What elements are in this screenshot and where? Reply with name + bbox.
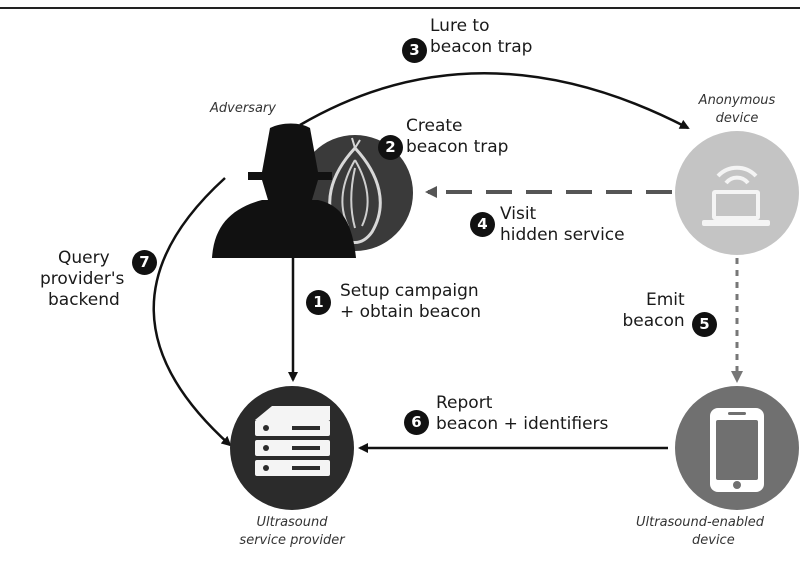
step-3-label: Lure to beacon trap (430, 16, 532, 58)
arrow-lure (299, 72, 690, 130)
step-3-badge: 3 (402, 38, 427, 63)
step-7-label: Query provider's backend (40, 248, 124, 311)
step-3-line1: Lure to (430, 16, 490, 36)
step-4-line2: hidden service (500, 225, 625, 245)
step-2-badge: 2 (378, 135, 403, 160)
anonymous-device-label-line1: Anonymous (698, 93, 776, 108)
step-1-badge: 1 (306, 290, 331, 315)
provider-label-line2: service provider (239, 533, 345, 548)
server-rack-icon (230, 386, 354, 510)
provider-label: Ultrasound service provider (232, 514, 352, 550)
step-2-line2: beacon trap (406, 137, 509, 157)
step-6-line2: beacon + identifiers (436, 414, 609, 434)
provider-label-line1: Ultrasound (256, 515, 328, 530)
step-7-line1: Query (58, 248, 110, 268)
laptop-wifi-icon (675, 131, 799, 255)
step-3-line2: beacon trap (430, 37, 533, 57)
step-2-line1: Create (406, 116, 463, 136)
adversary-icon (212, 123, 356, 258)
anonymous-device-label: Anonymous device (682, 92, 792, 128)
step-5-line2: beacon (622, 311, 685, 331)
step-2-label: Create beacon trap (406, 116, 508, 158)
step-5-label: Emit beacon (612, 290, 685, 332)
step-6-label: Report beacon + identifiers (436, 393, 608, 435)
step-7-badge: 7 (132, 250, 157, 275)
adversary-label: Adversary (210, 101, 276, 116)
step-1-line1: Setup campaign (340, 281, 479, 301)
step-6-badge: 6 (404, 410, 429, 435)
step-7-line2: provider's (40, 269, 125, 289)
step-1-label: Setup campaign + obtain beacon (340, 281, 481, 323)
step-5-badge: 5 (692, 312, 717, 337)
step-1-line2: + obtain beacon (340, 302, 482, 322)
anonymous-device-label-line2: device (715, 111, 759, 126)
smartphone-icon (675, 386, 799, 510)
step-6-line1: Report (436, 393, 493, 413)
step-5-line1: Emit (646, 290, 685, 310)
arrow-query-backend (152, 177, 232, 447)
step-4-badge: 4 (470, 212, 495, 237)
step-7-line3: backend (48, 290, 120, 310)
ultrasound-device-label-line2: device (692, 533, 735, 548)
step-4-label: Visit hidden service (500, 204, 625, 246)
ultrasound-device-label: Ultrasound-enabled device (636, 514, 800, 550)
step-4-line1: Visit (500, 204, 537, 224)
ultrasound-device-label-line1: Ultrasound-enabled (636, 515, 765, 530)
